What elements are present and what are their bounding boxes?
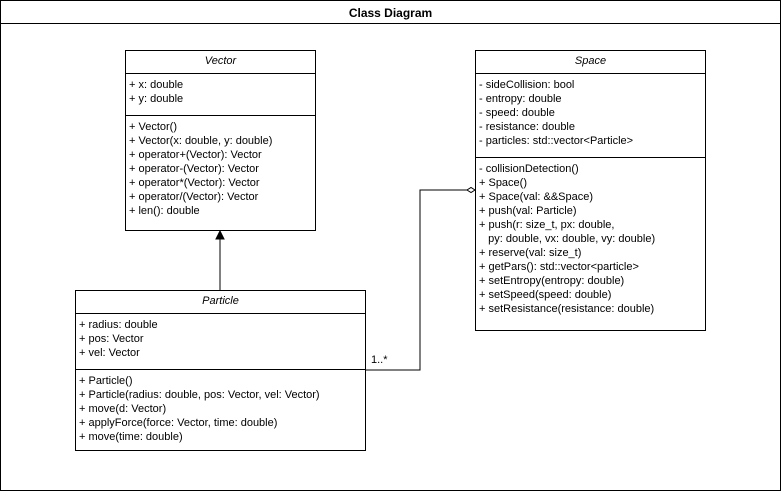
attribute-list: + x: double + y: double bbox=[126, 74, 315, 116]
attribute-list: - sideCollision: bool - entropy: double - … bbox=[476, 74, 705, 158]
class-vector[interactable]: Vector + x: double + y: double + Vector()… bbox=[125, 50, 316, 231]
attribute-row: - resistance: double bbox=[479, 121, 575, 133]
method-row: + Vector() bbox=[129, 121, 177, 133]
attribute-row: - entropy: double bbox=[479, 93, 562, 105]
method-list: - collisionDetection() + Space() + Space(v… bbox=[476, 158, 705, 316]
attribute-row: - particles: std::vector<Particle> bbox=[479, 135, 634, 147]
method-row: + Vector(x: double, y: double) bbox=[129, 135, 273, 147]
method-list: + Vector() + Vector(x: double, y: double)… bbox=[126, 116, 315, 218]
method-row: + Space(val: &&Space) bbox=[479, 191, 594, 203]
method-row: py: double, vx: double, vy: double) bbox=[479, 233, 656, 245]
class-particle[interactable]: Particle + radius: double+ pos: Vector+ … bbox=[75, 290, 366, 451]
method-row: + len(): double bbox=[129, 205, 200, 217]
class-space[interactable]: Space - sideCollision: bool - entropy: do… bbox=[475, 50, 706, 331]
method-row: + operator-(Vector): Vector bbox=[129, 163, 259, 175]
method-row: + move(time: double) bbox=[79, 431, 183, 443]
class-name: Vector bbox=[126, 51, 315, 74]
method-row: + operator+(Vector): Vector bbox=[129, 149, 262, 161]
multiplicity-label: 1..* bbox=[371, 354, 388, 366]
diagram-title: Class Diagram bbox=[1, 1, 780, 24]
method-row: + getPars(): std::vector<particle> bbox=[479, 261, 639, 273]
attribute-row: + pos: Vector bbox=[79, 333, 144, 345]
method-row: + operator/(Vector): Vector bbox=[129, 191, 259, 203]
method-row: + setEntropy(entropy: double) bbox=[479, 275, 625, 287]
attribute-row: + radius: double bbox=[79, 319, 158, 331]
method-row: + reserve(val: size_t) bbox=[479, 247, 582, 259]
class-name: Particle bbox=[76, 291, 365, 314]
attribute-row: + y: double bbox=[129, 93, 184, 105]
method-row: + Particle(radius: double, pos: Vector, … bbox=[79, 389, 320, 401]
method-row: + push(val: Particle) bbox=[479, 205, 577, 217]
attribute-row: - speed: double bbox=[479, 107, 555, 119]
method-row: + Space() bbox=[479, 177, 527, 189]
method-row: + operator*(Vector): Vector bbox=[129, 177, 260, 189]
attribute-list: + radius: double + pos: Vector + vel: Vect… bbox=[76, 314, 365, 370]
method-list: + Particle() + Particle(radius: double, p… bbox=[76, 370, 365, 444]
attribute-row: + vel: Vector bbox=[79, 347, 140, 359]
method-row: + Particle() bbox=[79, 375, 133, 387]
attribute-row: - sideCollision: bool bbox=[479, 79, 575, 91]
class-name: Space bbox=[476, 51, 705, 74]
method-row: + push(r: size_t, px: double, bbox=[479, 219, 615, 231]
method-row: + setSpeed(speed: double) bbox=[479, 289, 612, 301]
method-row: + applyForce(force: Vector, time: double… bbox=[79, 417, 278, 429]
method-row: - collisionDetection() bbox=[479, 163, 579, 175]
method-row: + move(d: Vector) bbox=[79, 403, 167, 415]
attribute-row: + x: double bbox=[129, 79, 184, 91]
method-row: + setResistance(resistance: double) bbox=[479, 303, 655, 315]
